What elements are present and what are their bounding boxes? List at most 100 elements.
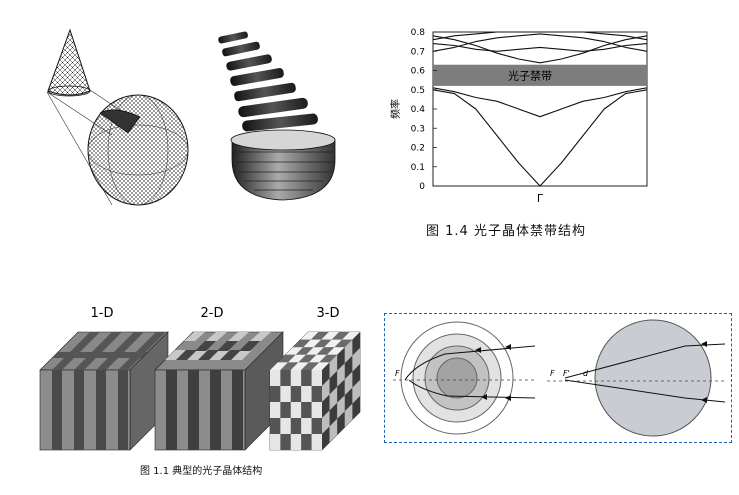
cube-3d-front-cell (280, 370, 291, 386)
right-focus-prime-label: F' (563, 369, 570, 378)
ray-upper-right (564, 343, 726, 379)
cube-3d-side-cell (344, 355, 353, 380)
ray-upper-left (404, 345, 536, 381)
label-2d: 2-D (201, 306, 224, 321)
band-curve-2 (432, 87, 648, 118)
y-tick-label: 0.4 (411, 105, 426, 115)
cube-3d-front-cell (301, 402, 312, 418)
graded-lens-left (400, 321, 514, 435)
cube-3d-top-cell (290, 362, 309, 370)
cube-3d-front-cell (270, 370, 281, 386)
cube-3d-side-cell (352, 396, 360, 420)
y-tick-label: 0.2 (411, 144, 425, 154)
y-tick-label: 0.1 (411, 163, 425, 173)
uniform-lens-right (594, 319, 712, 437)
cube-3d-side-cell (329, 418, 338, 443)
ray-lower-left (408, 379, 536, 399)
cube-3d-side-cell (322, 426, 330, 450)
cube-3d-side-cell (329, 370, 338, 395)
y-tick-label: 0.8 (411, 28, 426, 38)
cube-3d-top-cell (270, 362, 288, 370)
y-tick-label: 0 (419, 182, 425, 192)
cube-3d-top-cell (277, 354, 296, 363)
band-figure-caption: 图 1.4 光子晶体禁带结构 (426, 224, 586, 239)
cube-3d-top-cell (321, 332, 340, 340)
cube-3d-front-cell (280, 418, 291, 434)
cube-3d-top-cell (324, 339, 342, 348)
layered-disk-figure (218, 31, 336, 201)
cube-3d-front-cell (311, 402, 322, 418)
cube-3d-front-cell (311, 370, 322, 386)
cube-3d-top-cell (319, 354, 338, 363)
cube-3d-top-cell (298, 354, 317, 363)
cube-3d-front-cell (301, 434, 312, 450)
y-axis-label: 频率 (389, 99, 402, 119)
cube-3d-side-cell (344, 339, 353, 364)
cube-3d-top-cell (301, 362, 320, 370)
y-tick-label: 0.3 (411, 124, 425, 134)
stacked-disks (218, 31, 318, 132)
cube-3d-top-cell (331, 332, 350, 340)
cube-3d-front-cell (301, 386, 312, 402)
cube-3d-side-cell (344, 387, 353, 412)
cube-3d-top-cell (313, 339, 332, 348)
right-distance-label: d (583, 369, 589, 378)
cube-3d-side-cell (329, 354, 338, 379)
y-tick-labels: 00.10.20.30.40.50.60.70.8 (411, 28, 437, 192)
cube-3d-side-cell (329, 402, 338, 427)
cube-3d-front-cell (311, 418, 322, 434)
cube-3d-top-cell (288, 354, 306, 363)
cube-3d-top-cell (280, 362, 299, 370)
band-gap-label: 光子禁带 (508, 68, 552, 82)
y-tick-label: 0.6 (411, 67, 426, 77)
cube-3d-top-cell (292, 339, 311, 348)
cube-3d-top-cell (285, 347, 304, 355)
ray-lower-right (564, 379, 726, 403)
band-curves (432, 31, 648, 187)
cube-3d-front-cell (290, 386, 302, 402)
cube-3d-top-cell (326, 347, 345, 355)
cube-3d-front-cell (301, 418, 312, 434)
cube-3d-side-cell (352, 348, 360, 372)
band-curve-1 (432, 89, 648, 187)
y-tick-label: 0.5 (411, 86, 425, 96)
photonic-crystal-types-figure: 1-D 2-D 3-D (39, 306, 361, 451)
cube-3d-side-cell (352, 364, 360, 388)
cube-1d (39, 331, 169, 451)
band-curve-6 (432, 31, 648, 41)
band-curve-4 (432, 43, 648, 52)
cube-3d-side-cell (344, 403, 353, 428)
cube-3d-front-cell (280, 434, 291, 450)
cube-3d-front-cell (290, 402, 302, 418)
cube-3d-top-cell (308, 354, 327, 363)
cube-3d-side-cell (322, 394, 330, 418)
crystal-figure-caption: 图 1.1 典型的光子晶体结构 (140, 466, 263, 477)
cube-3d-front-cell (290, 418, 302, 434)
cube-3d-side-cell (322, 410, 330, 434)
lens-diagram-box: F F F' d (384, 313, 732, 443)
cube-3d-top-cell (310, 332, 329, 340)
cube-3d-front-cell (311, 386, 322, 402)
cube-3d-front-cell (270, 386, 281, 402)
cube-3d-front-cell (311, 434, 322, 450)
dome-base (230, 129, 336, 201)
cube-3d-side-cell (337, 379, 345, 403)
cube-3d-top-cell (306, 347, 324, 355)
band-curve-5 (432, 35, 648, 64)
left-focus-label: F (395, 369, 400, 378)
right-focus-label: F (550, 369, 555, 378)
band-structure-chart: 光子禁带 00.10.20.30.40.50.60.70.8 Γ 频率 (389, 28, 648, 205)
cube-3d-side-cell (344, 371, 353, 396)
cube-3d-top-cell (342, 332, 360, 340)
cube-3d-top-cell (303, 339, 322, 348)
cube-3d-front-cell (290, 370, 302, 386)
cube-3d-side-cell (337, 411, 345, 435)
cube-3d-front-cell (280, 402, 291, 418)
mesh-cone (47, 28, 91, 96)
cube-3d-side-cell (352, 332, 360, 356)
x-tick-gamma: Γ (537, 192, 544, 205)
cube-3d-top-cell (300, 332, 319, 340)
lens-diagram: F F F' d (393, 319, 726, 437)
label-3d: 3-D (317, 306, 340, 321)
cube-3d-front-cell (301, 370, 312, 386)
